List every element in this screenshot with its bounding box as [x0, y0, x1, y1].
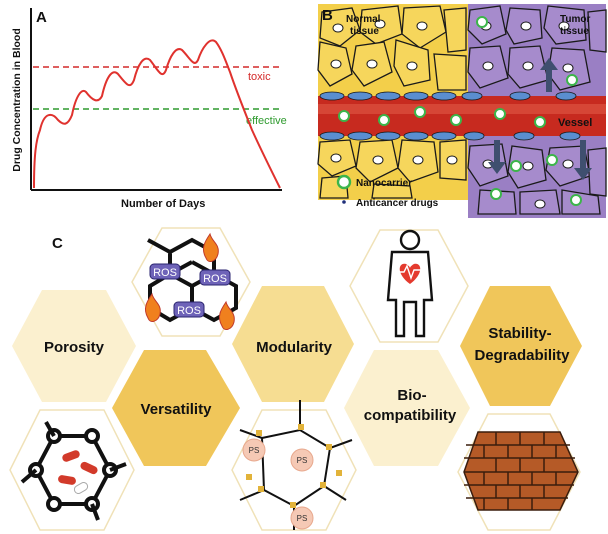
- ps-framework-icon: PS PS PS: [239, 400, 353, 530]
- svg-text:PS: PS: [249, 446, 260, 455]
- hex-biocompatibility: [344, 350, 470, 466]
- toxic-label: toxic: [248, 71, 271, 83]
- tumor-tissue-label-2: tissue: [560, 26, 589, 37]
- tumor-tissue-label-1: Tumor: [560, 14, 590, 25]
- hex-bio-label-1: Bio-: [397, 387, 426, 404]
- hex-framework-image: [9, 409, 135, 531]
- human-heart-icon: [386, 229, 434, 338]
- svg-text:ROS: ROS: [203, 273, 227, 285]
- svg-text:ROS: ROS: [177, 305, 201, 317]
- panel-a-drug-concentration-chart: A Drug Concentration in Blood Number of …: [11, 8, 287, 210]
- transport-arrows: [488, 58, 592, 180]
- normal-tissue-label-1: Normal: [346, 14, 381, 25]
- panel-a-letter: A: [36, 9, 47, 26]
- hex-stability-label-2: Degradability: [474, 347, 570, 364]
- hex-stability: [460, 286, 582, 406]
- legend-nanocarrier-icon: [336, 174, 352, 190]
- vessel-label: Vessel: [558, 117, 592, 129]
- brick-wall-icon: [463, 431, 579, 511]
- nanocarriers: [338, 16, 582, 206]
- hex-human-image: [349, 229, 469, 343]
- hex-modularity-label: Modularity: [256, 339, 332, 356]
- hex-ros-image: [131, 227, 251, 337]
- hex-versatility: [112, 350, 240, 466]
- heartbeat-line-icon: [398, 264, 422, 281]
- panel-c-letter: C: [52, 235, 63, 252]
- hex-bio-label-2: compatibility: [364, 407, 457, 424]
- panel-b-letter: B: [322, 7, 333, 24]
- hex-stability-label-1: Stability-: [488, 325, 551, 342]
- effective-label: effective: [246, 115, 287, 127]
- panel-b-tissue-diagram: B Normal tissue Tumor tissue Vessel Nano…: [317, 4, 607, 218]
- ros-framework-icon: ROS ROS ROS: [147, 237, 238, 323]
- drug-capsule-icons: [58, 450, 98, 494]
- svg-text:PS: PS: [297, 514, 308, 523]
- hex-modularity: [232, 286, 354, 402]
- endothelial-cells: [319, 91, 581, 141]
- blood-vessel: [318, 96, 606, 136]
- x-axis-label: Number of Days: [121, 198, 205, 210]
- svg-text:ROS: ROS: [153, 267, 177, 279]
- hex-porosity: [12, 290, 136, 402]
- legend-drug-icon: [342, 200, 346, 204]
- tumor-cell-nuclei: [480, 21, 574, 209]
- legend-nanocarrier-label: Nanocarrier: [356, 178, 412, 189]
- y-axis-label: Drug Concentration in Blood: [11, 28, 23, 172]
- normal-tissue-label-2: tissue: [350, 26, 379, 37]
- panel-c-hexagon-diagram: C Porosity ROS ROS ROS Versatility: [9, 227, 582, 531]
- porous-framework-icon: [20, 421, 127, 521]
- concentration-curve: [33, 39, 281, 189]
- hex-versatility-label: Versatility: [141, 401, 213, 418]
- legend-drugs-label: Anticancer drugs: [356, 198, 439, 209]
- flame-icons: [145, 232, 235, 330]
- vessel-highlight: [318, 104, 606, 114]
- hex-porosity-label: Porosity: [44, 339, 105, 356]
- svg-text:PS: PS: [297, 456, 308, 465]
- normal-cell-nuclei: [330, 19, 458, 165]
